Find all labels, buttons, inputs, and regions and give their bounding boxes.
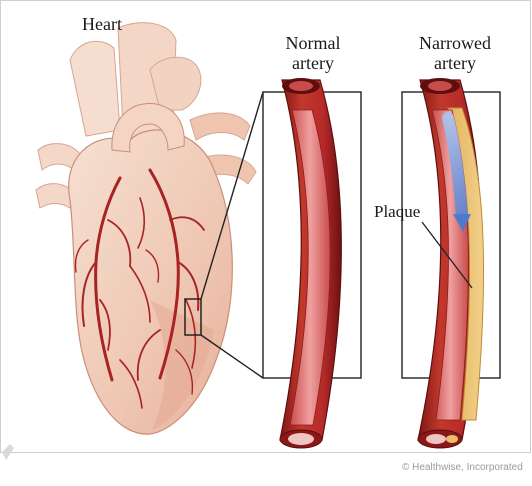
normal-artery-label: Normal artery — [270, 33, 356, 73]
normal-artery-label-line-2: artery — [270, 53, 356, 73]
normal-artery-label-line-1: Normal — [270, 33, 356, 53]
narrowed-artery-label-line-2: artery — [405, 53, 505, 73]
plaque-label: Plaque — [374, 203, 420, 220]
heart-label: Heart — [82, 15, 122, 33]
copyright-credit: © Healthwise, Incorporated — [402, 462, 523, 473]
heart-illustration — [36, 23, 256, 434]
narrowed-artery-label: Narrowed artery — [405, 33, 505, 73]
narrowed-artery-label-line-1: Narrowed — [405, 33, 505, 53]
